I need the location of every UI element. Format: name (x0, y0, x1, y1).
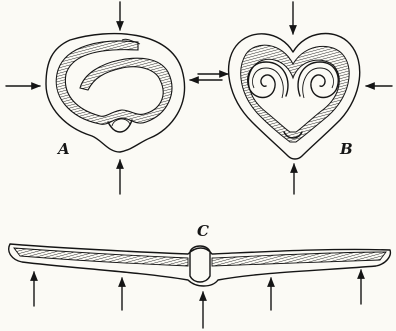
figure-c: C (9, 222, 391, 328)
figure-c-hinge (190, 246, 210, 282)
figure-b: B (198, 2, 392, 194)
figure-c-label: C (197, 222, 209, 240)
figure-b-right-spiral-inner (303, 68, 334, 98)
figure-a-label: A (56, 140, 70, 158)
figure-c-band-right (212, 252, 386, 266)
figure-c-band-left (14, 248, 188, 266)
figure-a-spiral-band (56, 41, 172, 124)
figure-c-outline (9, 244, 391, 286)
figure-a: A (6, 2, 222, 194)
figure-b-left-spiral-inner (253, 68, 284, 98)
figure-b-label: B (339, 140, 353, 158)
